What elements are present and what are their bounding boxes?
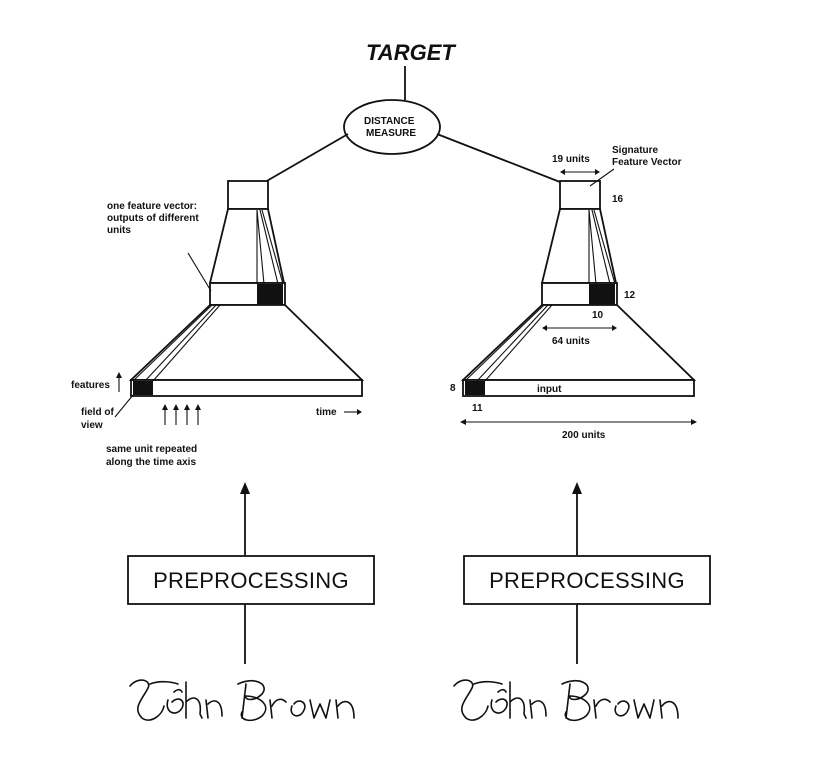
input-label: input bbox=[537, 384, 562, 395]
connector-right-network bbox=[436, 133, 561, 183]
repeat-arrowhead-1 bbox=[162, 404, 168, 410]
units-19-label: 19 units bbox=[552, 154, 590, 165]
right-network: Signature Feature Vector 19 units 16 12 … bbox=[450, 145, 697, 441]
same-unit-line2: along the time axis bbox=[106, 457, 196, 468]
left-hidden-block bbox=[257, 284, 283, 304]
right-hidden-block bbox=[589, 284, 615, 304]
left-input-block bbox=[133, 381, 153, 395]
repeat-arrowhead-4 bbox=[195, 404, 201, 410]
distance-measure-line1: DISTANCE bbox=[364, 116, 415, 127]
right-preprocessing-label: PREPROCESSING bbox=[489, 568, 685, 593]
repeat-arrows bbox=[162, 404, 201, 425]
field-of-view-pointer bbox=[114, 394, 134, 418]
left-annotation-line1: one feature vector: bbox=[107, 201, 197, 212]
right-field-line bbox=[464, 304, 545, 382]
left-conn-line bbox=[256, 209, 265, 285]
units-19-arrowhead-right bbox=[595, 169, 600, 175]
connector-left-network bbox=[264, 133, 349, 183]
units-200-arrowhead-right bbox=[691, 419, 697, 425]
left-network: one feature vector: outputs of different… bbox=[71, 180, 365, 468]
left-annotation-pointer bbox=[187, 252, 212, 292]
num-12: 12 bbox=[624, 290, 636, 301]
right-field-line bbox=[476, 304, 549, 382]
field-of-view-line1: field of bbox=[81, 407, 114, 418]
signature-pointer bbox=[589, 168, 615, 187]
repeat-arrowhead-2 bbox=[173, 404, 179, 410]
distance-measure-ellipse bbox=[343, 99, 441, 155]
right-upper-trapezoid bbox=[540, 208, 618, 284]
right-preprocessing-box bbox=[463, 555, 711, 605]
left-input-layer bbox=[130, 379, 363, 397]
features-label: features bbox=[71, 380, 110, 391]
left-field-line bbox=[132, 304, 213, 382]
left-upper-trapezoid bbox=[208, 208, 286, 284]
left-annotation-line2: outputs of different bbox=[107, 213, 199, 224]
right-up-arrowhead bbox=[572, 482, 582, 494]
units-19-arrowhead-left bbox=[560, 169, 565, 175]
num-16: 16 bbox=[612, 194, 624, 205]
units-64-label: 64 units bbox=[552, 336, 590, 347]
left-output-box bbox=[227, 180, 269, 210]
left-conn-line bbox=[259, 209, 279, 285]
left-field-line bbox=[144, 304, 217, 382]
num-10: 10 bbox=[592, 310, 604, 321]
time-label: time bbox=[316, 407, 337, 418]
units-200-label: 200 units bbox=[562, 430, 606, 441]
left-lower-trapezoid bbox=[128, 304, 365, 381]
signature-right bbox=[453, 679, 679, 722]
left-preprocessing-label: PREPROCESSING bbox=[153, 568, 349, 593]
right-conn-line bbox=[593, 209, 616, 285]
field-of-view-line2: view bbox=[81, 420, 103, 431]
units-64-arrowhead-left bbox=[542, 325, 547, 331]
units-200-arrowhead-left bbox=[460, 419, 466, 425]
left-field-line bbox=[152, 304, 221, 382]
features-arrowhead bbox=[116, 372, 122, 378]
time-arrowhead bbox=[357, 409, 362, 415]
left-annotation-line3: units bbox=[107, 225, 131, 236]
left-conn-line bbox=[261, 209, 284, 285]
signature-label-line2: Feature Vector bbox=[612, 157, 682, 168]
distance-measure-line2: MEASURE bbox=[366, 128, 416, 139]
units-64-arrowhead-right bbox=[612, 325, 617, 331]
num-11: 11 bbox=[472, 403, 483, 414]
left-up-arrowhead bbox=[240, 482, 250, 494]
right-output-box bbox=[559, 180, 601, 210]
right-input-block bbox=[465, 381, 485, 395]
signature-left bbox=[129, 679, 355, 722]
right-field-line bbox=[484, 304, 553, 382]
right-conn-line bbox=[588, 209, 597, 285]
signature-label-line1: Signature bbox=[612, 145, 659, 156]
target-title: TARGET bbox=[366, 40, 456, 65]
right-input-layer bbox=[462, 379, 695, 397]
right-conn-line bbox=[591, 209, 611, 285]
same-unit-line1: same unit repeated bbox=[106, 444, 197, 455]
repeat-arrowhead-3 bbox=[184, 404, 190, 410]
left-preprocessing-box bbox=[127, 555, 375, 605]
num-8: 8 bbox=[450, 383, 456, 394]
